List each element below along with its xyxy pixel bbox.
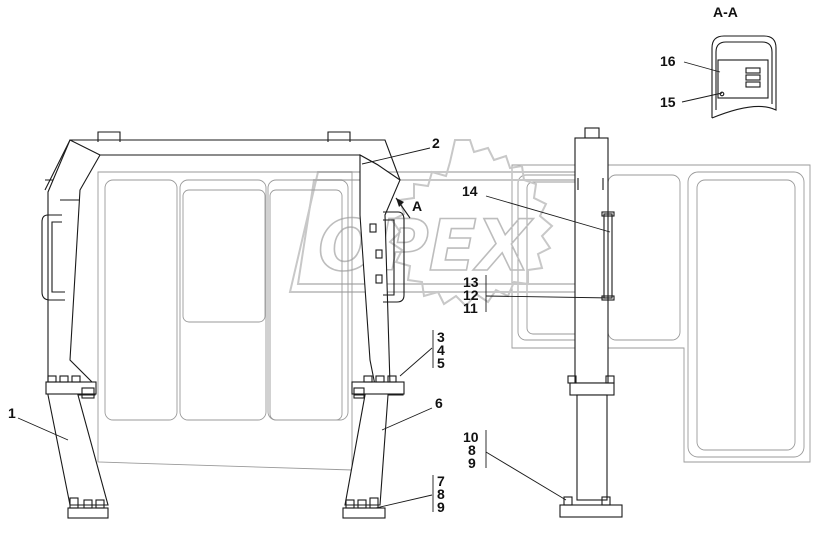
callout-7: 7 xyxy=(437,473,445,489)
callouts: A 1 2 6 14 16 15 3 4 5 13 12 11 10 8 9 7… xyxy=(8,53,676,515)
callout-15: 15 xyxy=(660,94,676,110)
callout-11: 11 xyxy=(463,300,478,316)
watermark-text: OPEX xyxy=(318,205,534,287)
view-marker-label: A xyxy=(412,198,422,214)
callout-10: 10 xyxy=(463,429,479,445)
callout-6: 6 xyxy=(435,395,443,411)
pillar-side-view xyxy=(559,127,623,518)
callout-1: 1 xyxy=(8,405,16,421)
leader-lines xyxy=(17,61,723,512)
callout-5: 5 xyxy=(437,355,445,371)
front-view-cab xyxy=(41,131,411,519)
callout-14: 14 xyxy=(462,183,478,199)
callout-3: 3 xyxy=(437,329,445,345)
callout-4: 4 xyxy=(437,342,445,358)
callout-16: 16 xyxy=(660,53,676,69)
callout-9-lower: 9 xyxy=(468,455,476,471)
callout-8-lower: 8 xyxy=(468,442,476,458)
section-title: A-A xyxy=(713,4,738,20)
side-view-cab xyxy=(511,164,811,463)
callout-13: 13 xyxy=(463,274,479,290)
callout-2: 2 xyxy=(432,135,440,151)
callout-12: 12 xyxy=(463,287,479,303)
section-a-a-detail: A-A xyxy=(711,4,777,119)
callout-9: 9 xyxy=(437,499,445,515)
callout-8: 8 xyxy=(437,486,445,502)
